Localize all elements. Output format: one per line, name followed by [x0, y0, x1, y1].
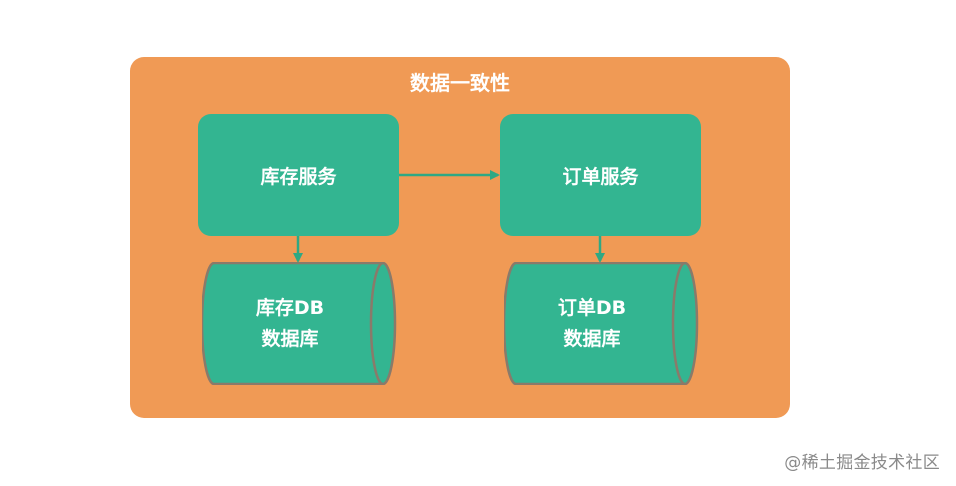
- order-db-cylinder: 订单DB 数据库: [504, 262, 700, 385]
- order-service-node: 订单服务: [500, 114, 701, 236]
- inventory-db-label: 库存DB 数据库: [202, 262, 378, 385]
- order-service-label: 订单服务: [562, 165, 639, 188]
- inventory-service-label: 库存服务: [260, 165, 337, 188]
- order-db-line2: 数据库: [563, 327, 621, 350]
- inventory-db-line1: 库存DB: [255, 296, 325, 319]
- inventory-db-line2: 数据库: [261, 327, 319, 350]
- watermark: @稀土掘金技术社区: [784, 453, 940, 473]
- order-db-label: 订单DB 数据库: [504, 262, 680, 385]
- order-db-line1: 订单DB: [557, 296, 627, 319]
- inventory-db-cylinder: 库存DB 数据库: [202, 262, 398, 385]
- inventory-service-node: 库存服务: [198, 114, 399, 236]
- cylinder-shape-icon: [504, 262, 699, 385]
- cylinder-shape-icon: [202, 262, 397, 385]
- panel-title: 数据一致性: [410, 71, 510, 95]
